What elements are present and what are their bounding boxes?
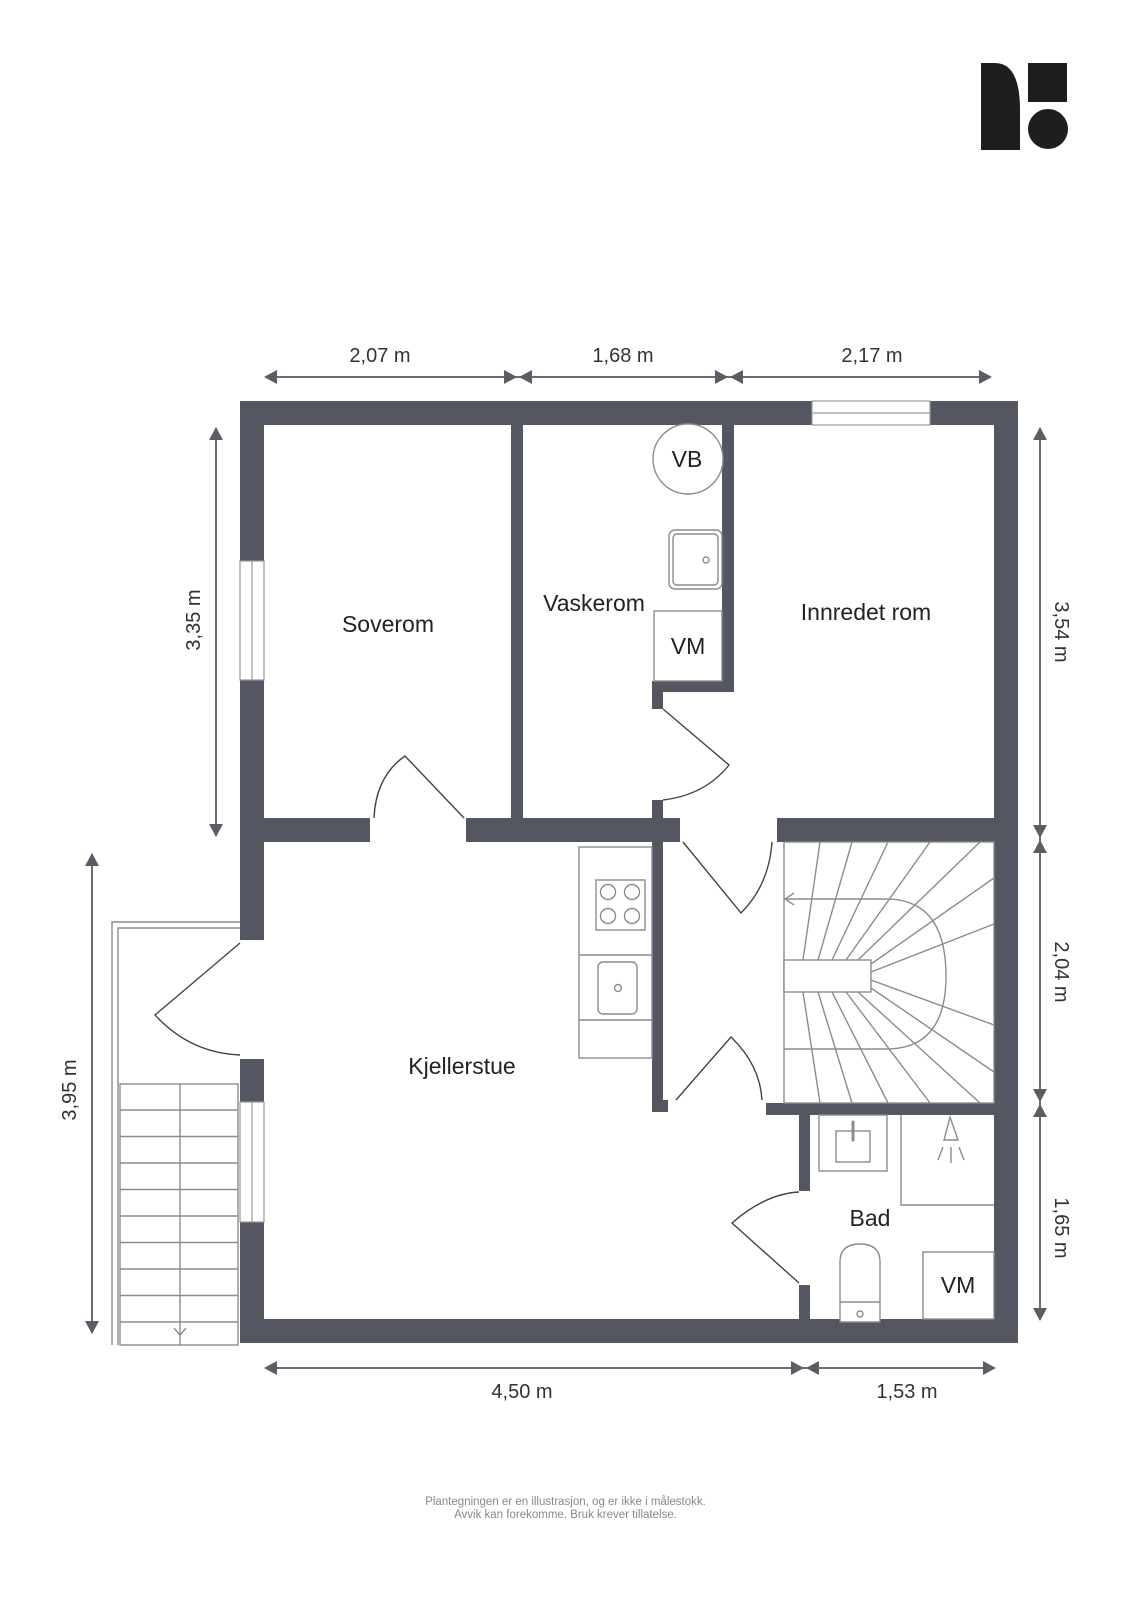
dim-top-1: 2,07 m	[349, 345, 410, 367]
windows	[239, 400, 931, 1223]
shower-area	[900, 1115, 994, 1206]
dim-left-1: 3,35 m	[183, 589, 205, 650]
kitchenette	[578, 846, 653, 1059]
room-label-soverom: Soverom	[342, 611, 434, 637]
shower-icon	[943, 1114, 959, 1141]
room-label-innredet-rom: Innredet rom	[801, 599, 931, 625]
brand-logo	[981, 63, 1068, 150]
dim-bottom-2: 1,53 m	[876, 1381, 937, 1403]
dim-right-1: 3,54 m	[1050, 601, 1072, 662]
outdoor-stair	[111, 921, 240, 1346]
dim-right-2: 2,04 m	[1050, 941, 1072, 1002]
disclaimer-line-1: Plantegningen er en illustrasjon, og er …	[425, 1496, 706, 1508]
water-heater-icon	[652, 423, 724, 495]
dimension-lines	[85, 370, 1047, 1375]
washing-machine-icon	[922, 1251, 995, 1320]
disclaimer-line-2: Avvik kan forekomme. Bruk krever tillate…	[454, 1509, 677, 1521]
walls	[240, 401, 1018, 1343]
room-label-bad: Bad	[850, 1205, 891, 1231]
sink-icon	[597, 961, 638, 1015]
dim-top-2: 1,68 m	[592, 345, 653, 367]
disclaimer: Plantegningen er en illustrasjon, og er …	[0, 1496, 1131, 1522]
doors	[153, 708, 800, 1284]
fixture-label-vm-bad: VM	[941, 1272, 976, 1298]
dim-left-2: 3,95 m	[59, 1059, 81, 1120]
dim-right-3: 1,65 m	[1050, 1197, 1072, 1258]
dim-bottom-1: 4,50 m	[491, 1381, 552, 1403]
washing-machine-icon	[653, 610, 723, 682]
indoor-stair	[783, 841, 995, 1104]
room-label-vaskerom: Vaskerom	[543, 590, 645, 616]
dim-top-3: 2,17 m	[841, 345, 902, 367]
laundry-fixtures	[652, 423, 724, 682]
room-label-kjellerstue: Kjellerstue	[408, 1053, 515, 1079]
fixture-label-vb: VB	[672, 446, 703, 472]
fixture-label-vm: VM	[671, 633, 706, 659]
bath-fixtures	[818, 1114, 995, 1323]
